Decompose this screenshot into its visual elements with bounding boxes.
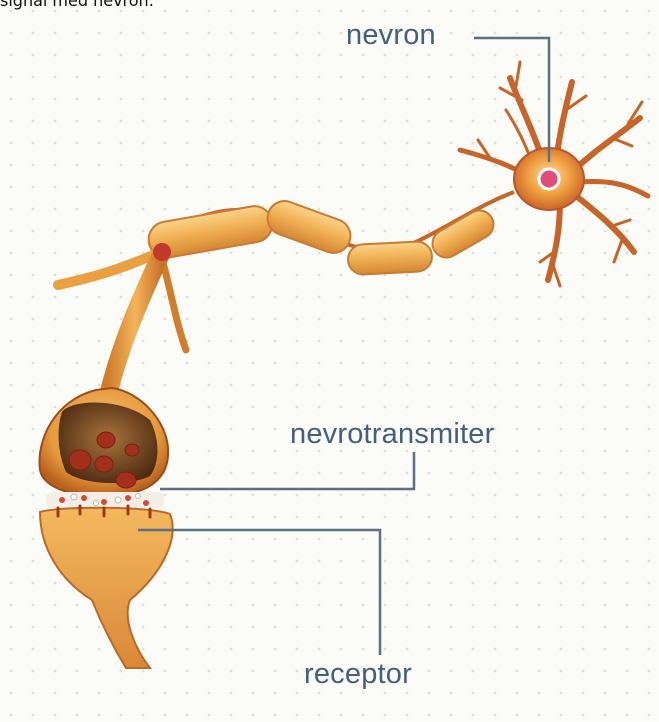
node [153,243,171,261]
presynaptic-terminal [39,388,168,496]
label-nevron: nevron [346,19,436,52]
myelin-sheath [146,196,499,275]
label-receptor: receptor [304,658,412,691]
label-nevrotransmiter: nevrotransmiter [290,418,494,451]
axon-terminal-branches [58,252,186,395]
leader-line-receptor [138,530,380,655]
leader-line-nevrotransmiter [160,452,414,489]
leader-lines [138,38,549,655]
synaptic-cleft [46,492,164,508]
nucleus [539,169,559,189]
